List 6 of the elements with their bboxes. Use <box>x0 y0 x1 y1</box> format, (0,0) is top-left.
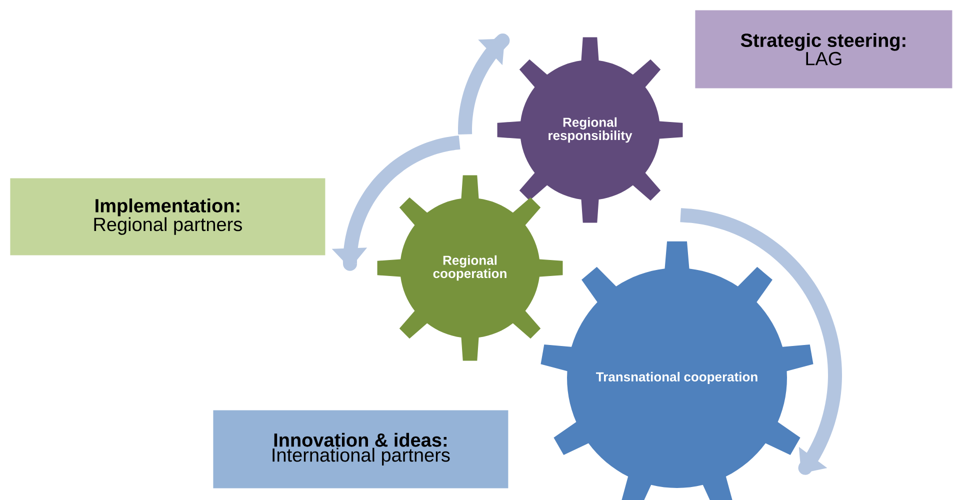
gear: Regional cooperation <box>377 175 563 361</box>
label-box: Strategic steering: LAG <box>695 10 952 88</box>
gear: Regional responsibility <box>497 37 683 223</box>
gear: Transnational cooperation <box>540 241 814 500</box>
label-box: Innovation & ideas: International partners <box>213 410 508 488</box>
label-box: Implementation: Regional partners <box>10 178 326 256</box>
